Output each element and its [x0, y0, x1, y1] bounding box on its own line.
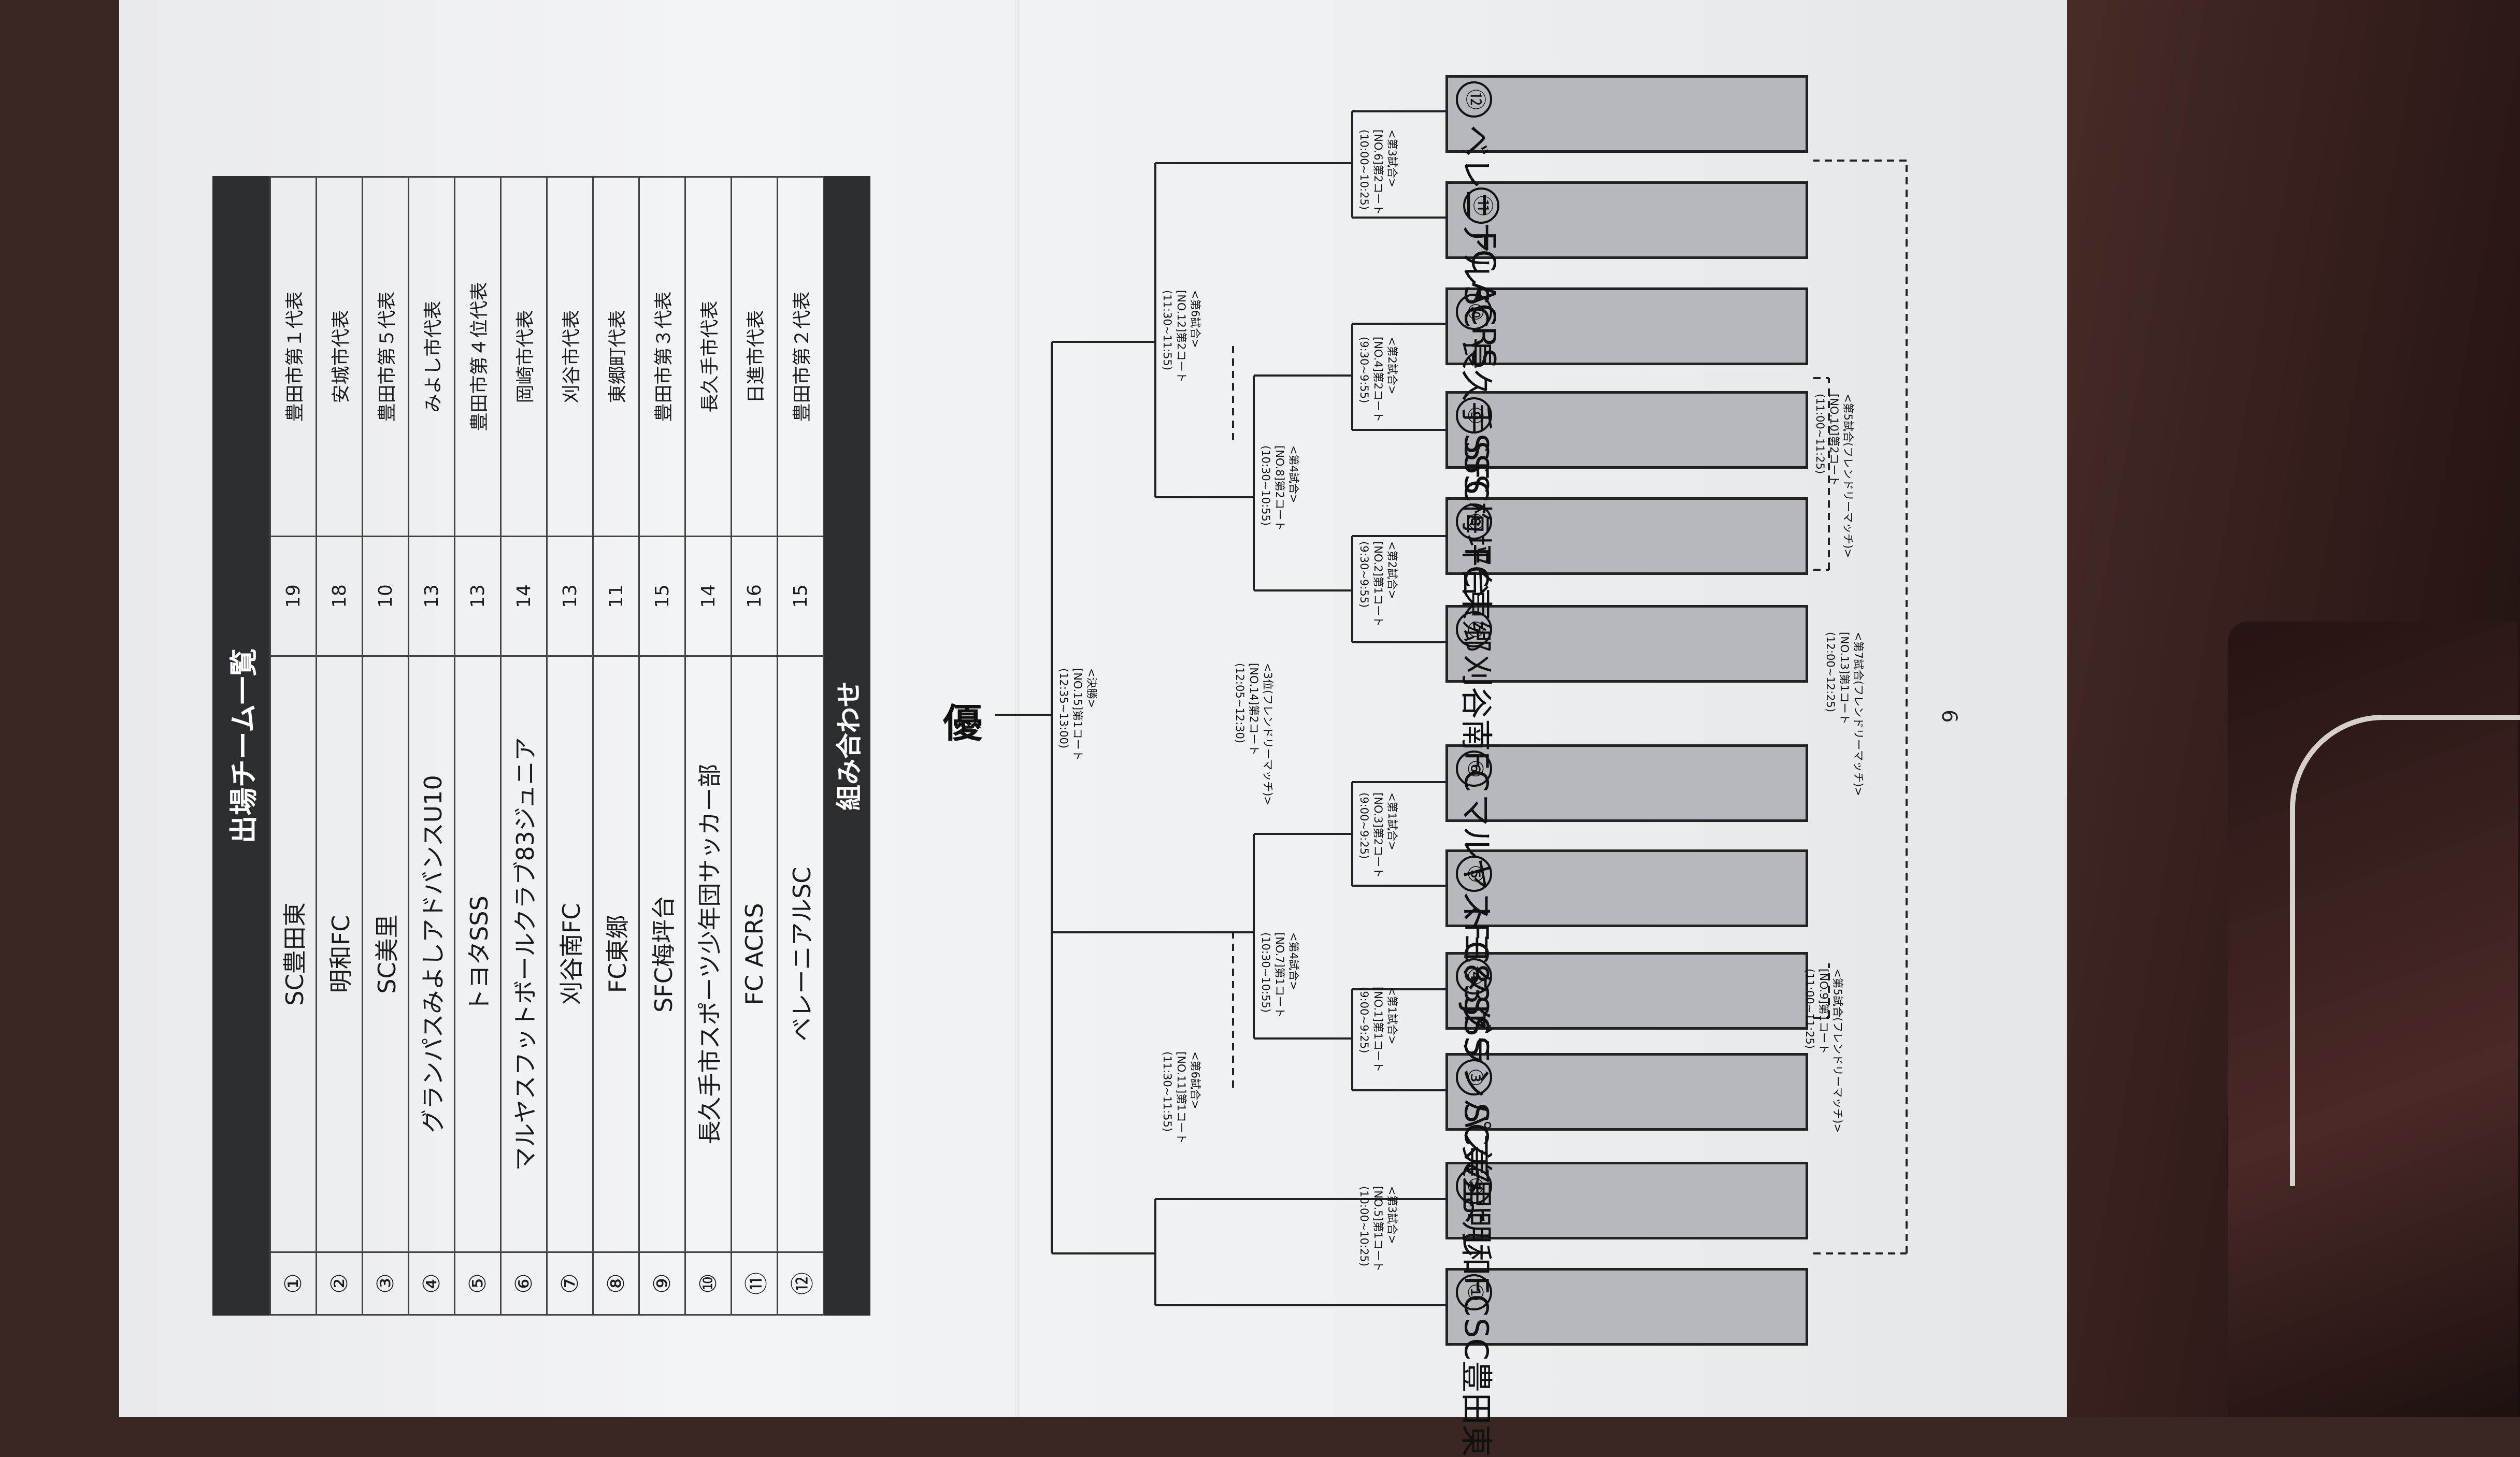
match-info-m4: <第2試合>[NO.4]第2コート(9:30~9:55) [1357, 337, 1399, 422]
match-info-m14: <3位(フレンドリーマッチ)>[NO.14]第2コート(12:05~12:30) [1233, 663, 1275, 805]
team-box [1445, 744, 1808, 822]
match-info-line: <第6試合> [1189, 1051, 1201, 1109]
match-info-line: (10:00~10:25) [1358, 1186, 1370, 1267]
match-info-line: [NO.7]第1コート [1273, 932, 1286, 1018]
match-info-m1: <第1試合>[NO.1]第1コート(9:00~9:25) [1357, 987, 1399, 1072]
match-info-line: (9:30~9:55) [1358, 541, 1370, 608]
match-info-line: (11:30~11:55) [1161, 1051, 1173, 1132]
match-info-line: <第4試合> [1287, 932, 1300, 990]
page-number: 6 [1937, 710, 1961, 723]
team-box [1445, 849, 1808, 927]
team-box [1445, 1268, 1808, 1346]
match-info-m9: <第5試合(フレンドリーマッチ)>[NO.9]第1コート(11:00~11:25… [1802, 969, 1844, 1133]
team-box [1445, 497, 1808, 575]
team-name: マルヤスFC83Jr [1457, 794, 1495, 1027]
match-info-line: [NO.4]第2コート [1372, 337, 1384, 423]
team-box [1445, 1162, 1808, 1239]
match-info-line: [NO.3]第2コート [1372, 792, 1384, 878]
team-name: SC豊田東 [1457, 1318, 1495, 1457]
match-info-line: <第3試合> [1386, 129, 1398, 187]
match-info-line: <第7試合(フレンドリーマッチ)> [1852, 632, 1865, 796]
match-info-line: [NO.1]第1コート [1372, 987, 1384, 1073]
match-info-m10: <第5試合(フレンドリーマッチ)>[NO.10]第2コート(11:00~11:2… [1813, 394, 1855, 558]
match-info-line: <3位(フレンドリーマッチ)> [1262, 663, 1274, 805]
match-info-line: [NO.13]第1コート [1838, 632, 1851, 725]
team-box [1445, 605, 1808, 683]
match-info-line: (11:30~11:55) [1161, 290, 1173, 371]
champion-label: 優 [943, 700, 982, 746]
team-box [1445, 391, 1808, 469]
team-number-badge: ⑫ [1456, 81, 1493, 118]
match-info-line: <決勝> [1085, 668, 1098, 709]
team-box [1445, 181, 1808, 259]
match-info-line: [NO.11]第1コート [1175, 1051, 1187, 1144]
match-info-line: <第5試合(フレンドリーマッチ)> [1831, 969, 1844, 1133]
team-box [1445, 75, 1808, 153]
match-info-line: [NO.2]第1コート [1372, 541, 1384, 627]
match-info-line: [NO.10]第2コート [1828, 394, 1840, 486]
match-info-m8: <第4試合>[NO.8]第2コート(10:30~10:55) [1258, 445, 1300, 531]
match-info-line: (9:30~9:55) [1358, 337, 1370, 403]
match-info-line: (12:00~12:25) [1824, 632, 1837, 713]
match-info-m7: <第4試合>[NO.7]第1コート(10:30~10:55) [1258, 932, 1300, 1018]
team-label: ⑥マルヤスFC83Jr [1456, 751, 1502, 1027]
match-info-m15: <決勝>[NO.15]第1コート(12:35~13:00) [1056, 668, 1098, 761]
match-info-line: (10:00~10:25) [1358, 129, 1370, 210]
team-name: 刈谷南FC [1457, 655, 1495, 792]
match-info-line: <第2試合> [1386, 541, 1398, 599]
match-info-line: (10:30~10:55) [1259, 445, 1272, 526]
team-label: ⑫ ベレニアルSC [1456, 81, 1502, 328]
match-info-line: <第5試合(フレンドリーマッチ)> [1842, 394, 1854, 558]
match-info-line: [NO.5]第1コート [1372, 1186, 1384, 1272]
match-info-line: (9:00~9:25) [1358, 792, 1370, 859]
paper-fold-line [1015, 0, 1019, 1417]
match-info-line: <第1試合> [1386, 792, 1398, 850]
match-info-line: <第3試合> [1386, 1186, 1398, 1244]
match-info-line: [NO.14]第2コート [1248, 663, 1260, 756]
bracket-lines [995, 110, 1908, 1306]
match-info-line: <第4試合> [1287, 445, 1300, 503]
match-info-m6: <第3試合>[NO.6]第2コート(10:00~10:25) [1357, 129, 1399, 215]
match-info-m2: <第2試合>[NO.2]第1コート(9:30~9:55) [1357, 541, 1399, 627]
match-info-line: <第1試合> [1386, 987, 1398, 1045]
team-box [1445, 952, 1808, 1030]
match-info-m11: <第6試合>[NO.11]第1コート(11:30~11:55) [1160, 1051, 1202, 1144]
match-info-m12: <第6試合>[NO.12]第2コート(11:30~11:55) [1160, 290, 1202, 383]
match-info-line: <第2試合> [1386, 337, 1398, 395]
white-cable [2290, 715, 2520, 1186]
match-info-line: (12:35~13:00) [1057, 668, 1070, 749]
match-info-m3: <第1試合>[NO.3]第2コート(9:00~9:25) [1357, 792, 1399, 878]
match-info-m13: <第7試合(フレンドリーマッチ)>[NO.13]第1コート(12:00~12:2… [1823, 632, 1865, 796]
match-info-line: (12:05~12:30) [1234, 663, 1246, 744]
match-info-line: (11:00~11:25) [1814, 394, 1826, 474]
match-info-line: <第6試合> [1189, 290, 1201, 348]
match-info-line: (10:30~10:55) [1259, 932, 1272, 1013]
match-info-line: [NO.6]第2コート [1372, 129, 1384, 215]
team-box [1445, 1053, 1808, 1131]
match-info-line: [NO.12]第2コート [1175, 290, 1187, 383]
match-info-m5: <第3試合>[NO.5]第1コート(10:00~10:25) [1357, 1186, 1399, 1272]
match-info-line: [NO.8]第2コート [1273, 445, 1286, 531]
match-info-line: [NO.9]第1コート [1817, 969, 1830, 1055]
match-info-line: (9:00~9:25) [1358, 987, 1370, 1054]
match-info-line: [NO.15]第1コート [1071, 668, 1084, 761]
match-info-line: (11:00~11:25) [1803, 969, 1816, 1049]
team-box [1445, 287, 1808, 365]
team-name: ベレニアルSC [1457, 125, 1495, 328]
